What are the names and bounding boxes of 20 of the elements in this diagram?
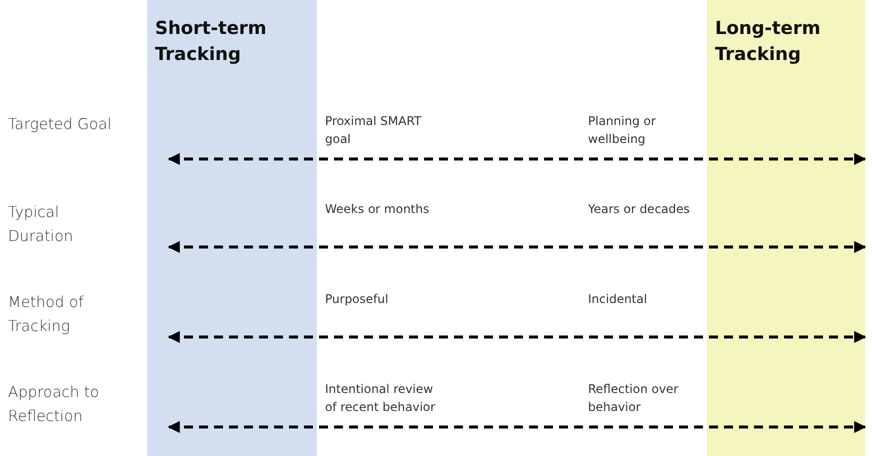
attribute-text: Proximal SMART goal xyxy=(325,113,422,148)
dashed-arrow xyxy=(168,153,866,165)
attribute-text: Intentional review of recent behavior xyxy=(325,381,436,416)
attribute-text: Years or decades xyxy=(588,201,691,218)
attribute-text: Reflection over behavior xyxy=(588,381,680,416)
row-label: Targeted Goal xyxy=(8,114,113,135)
attribute-text: Incidental xyxy=(588,291,648,308)
column-heading: Long-term Tracking xyxy=(715,17,822,67)
attribute-text: Purposeful xyxy=(325,291,390,308)
row-label: Approach to Reflection xyxy=(8,382,100,427)
dashed-arrow xyxy=(168,241,866,253)
row-label: Method of Tracking xyxy=(8,292,84,337)
column-band xyxy=(707,0,865,456)
column-heading: Short-term Tracking xyxy=(155,17,268,67)
attribute-text: Weeks or months xyxy=(325,201,430,218)
attribute-text: Planning or wellbeing xyxy=(588,113,657,148)
dashed-arrow xyxy=(168,421,866,433)
column-band xyxy=(147,0,317,456)
row-label: Typical Duration xyxy=(8,202,74,247)
dashed-arrow xyxy=(168,331,866,343)
